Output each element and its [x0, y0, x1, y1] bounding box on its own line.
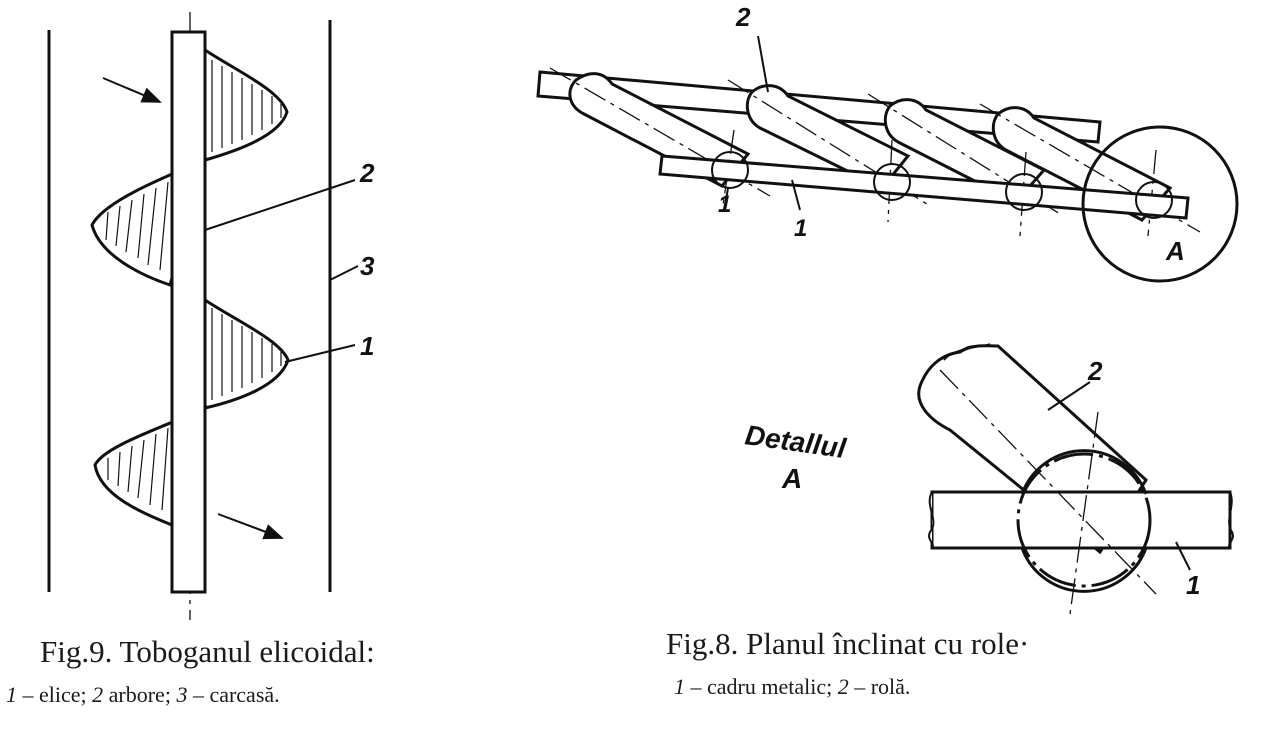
detail-title-line1: Detallul — [743, 419, 849, 464]
leader-3 — [329, 265, 359, 281]
fig9-label-3: 3 — [360, 251, 375, 281]
fig8-caption-title: Fig.8. Planul înclinat cu role· — [666, 626, 1030, 661]
fig9-legend-text-2: arbore; — [103, 682, 177, 707]
fig8-legend-text-2: – rolă. — [848, 674, 911, 699]
leader-2-top — [757, 35, 769, 93]
detail-label-2: 2 — [1087, 356, 1103, 386]
fig9-legend-num-2: 2 — [92, 682, 104, 707]
detail-roller-visible-arc-top — [1020, 449, 1148, 495]
leader-2 — [204, 179, 356, 231]
fig9-label-1: 1 — [360, 331, 374, 361]
fig9-legend-text-3: – carcasă. — [187, 682, 280, 707]
fig8-inclined-roller-plane: 2 1 1 A — [536, 2, 1239, 283]
leader-1-b — [791, 179, 801, 211]
leader-1 — [284, 344, 356, 363]
fig9-caption-title: Fig.9. Toboganul elicoidal: — [40, 634, 375, 669]
detail-axis-vertical — [1069, 411, 1099, 615]
helix-turn-1 — [203, 47, 289, 162]
fig8-caption-legend: 1 – cadru metalic; 2 – rolă. — [674, 674, 910, 700]
detail-roller-end-circle — [1016, 452, 1152, 588]
fig9-legend-text-1: – elice; — [17, 682, 93, 707]
leader-1-a — [723, 187, 729, 213]
roller-ends — [711, 151, 1173, 219]
helix-turn-3 — [203, 297, 290, 410]
detail-leader-2 — [1047, 381, 1091, 411]
shaft — [170, 30, 207, 594]
detail-roller-visible-arc-bottom — [1020, 547, 1148, 593]
fig8-label-1a: 1 — [718, 191, 731, 218]
fig8-legend-num-1: 1 — [674, 674, 685, 699]
fig9-caption-legend: 1 – elice; 2 arbore; 3 – carcasă. — [6, 682, 280, 708]
outlet-arrow — [217, 513, 284, 540]
fig8-label-1b: 1 — [794, 215, 807, 242]
detail-frame-break-left — [928, 491, 935, 549]
detail-leader-1 — [1175, 541, 1191, 571]
detail-label-1: 1 — [1186, 570, 1200, 600]
fig9-helical-chute: 2 3 1 — [47, 12, 375, 620]
detail-roller-ragged-end — [943, 343, 991, 361]
detail-frame-break-right — [1228, 491, 1234, 549]
frame-front-rail — [658, 154, 1190, 220]
fig9-label-2: 2 — [359, 158, 375, 188]
fig9-legend-num-1: 1 — [6, 682, 17, 707]
fig8-legend-num-2: 2 — [837, 674, 849, 699]
detail-frame-bar — [930, 490, 1232, 550]
fig8-label-a: A — [1165, 236, 1185, 266]
detail-a-view: Detallul A 2 1 — [743, 343, 1234, 615]
detail-a-callout-circle — [1081, 125, 1239, 283]
roller-2 — [745, 84, 911, 190]
fig9-legend-num-3: 3 — [176, 682, 188, 707]
fig8-label-2: 2 — [735, 2, 751, 32]
detail-title-line2: A — [781, 463, 802, 494]
fig8-legend-text-1: – cadru metalic; — [685, 674, 838, 699]
inlet-arrow — [102, 77, 162, 103]
detail-axis-diagonal — [939, 369, 1157, 595]
